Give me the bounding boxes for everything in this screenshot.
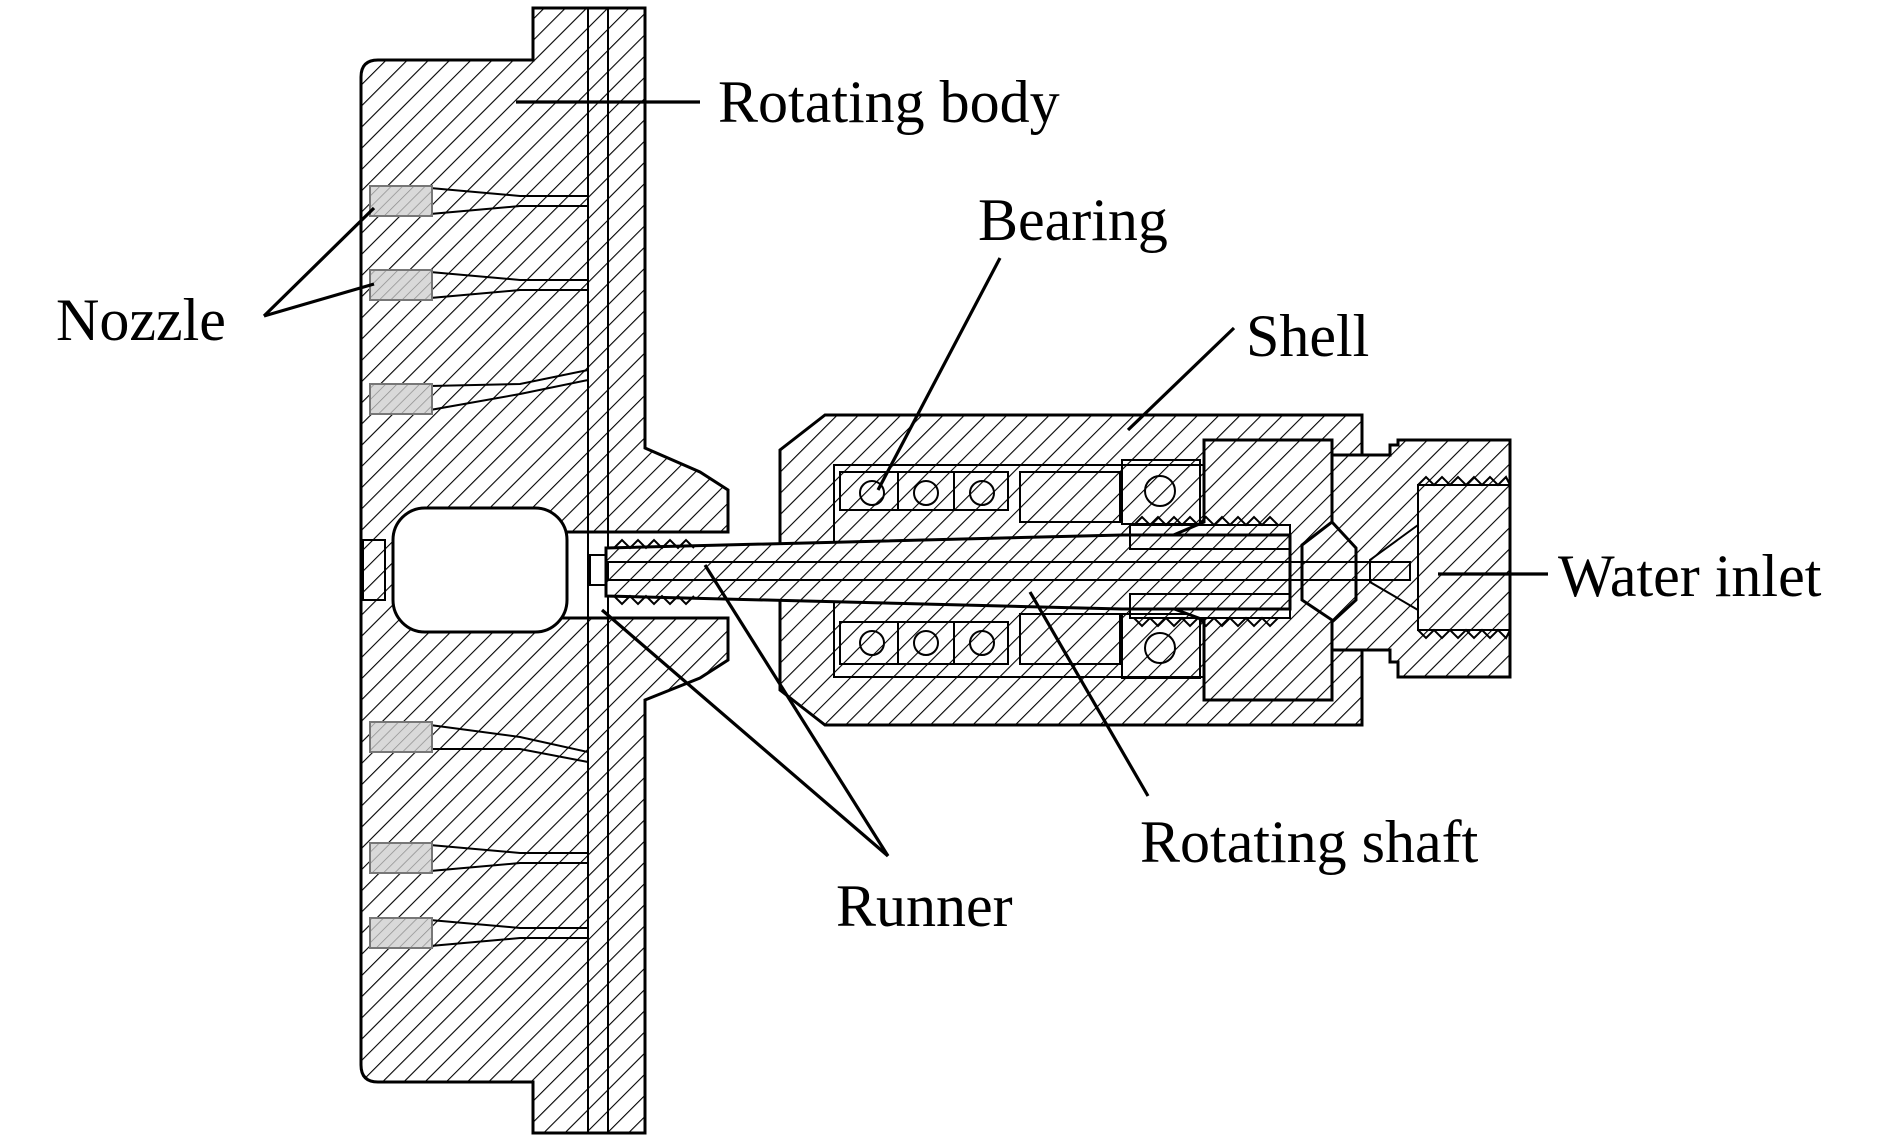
label-rotating-body: Rotating body xyxy=(718,69,1060,135)
leader-shell xyxy=(1126,326,1236,432)
label-water-inlet: Water inlet xyxy=(1558,543,1822,609)
label-runner: Runner xyxy=(836,873,1013,939)
nozzle-insert xyxy=(369,917,433,949)
label-nozzle: Nozzle xyxy=(56,287,226,353)
leader-nozzle-lower xyxy=(263,282,375,318)
rotating-body-part xyxy=(359,6,730,1135)
nozzle-insert xyxy=(369,185,433,217)
rotating-shaft-part xyxy=(604,515,1411,628)
leader-nozzle-upper xyxy=(262,206,376,318)
labels: Rotating body Bearing Shell Nozzle Water… xyxy=(56,69,1822,939)
leader-runner-left xyxy=(600,608,890,858)
central-cavity xyxy=(391,506,569,634)
left-plug xyxy=(362,539,386,601)
bearings-upper xyxy=(839,459,1201,525)
bearings-lower xyxy=(839,613,1201,679)
nozzle-insert xyxy=(369,721,433,753)
label-rotating-shaft: Rotating shaft xyxy=(1140,809,1479,875)
shaft-runner-bore xyxy=(607,561,1411,581)
nozzle-insert xyxy=(369,269,433,301)
nozzle-insert xyxy=(369,383,433,415)
leader-bearing xyxy=(876,257,1002,491)
nozzle-insert xyxy=(369,842,433,874)
leader-runner-right xyxy=(703,564,890,857)
label-bearing: Bearing xyxy=(978,187,1168,253)
leader-lines xyxy=(262,100,1548,858)
label-shell: Shell xyxy=(1246,303,1369,369)
leader-rotating-shaft xyxy=(1028,591,1150,797)
water-inlet-fitting xyxy=(1330,438,1512,679)
